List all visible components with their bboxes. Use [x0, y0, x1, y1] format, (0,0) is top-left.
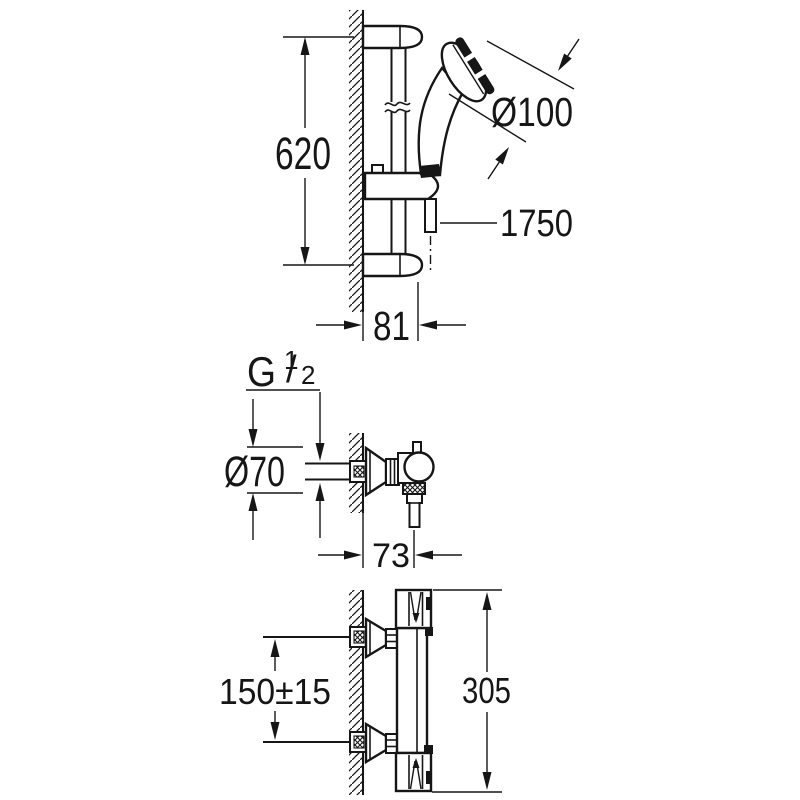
shower-rail-view: 620 — [275, 10, 580, 349]
rosette-diameter-label: Ø70 — [224, 448, 285, 496]
wall-offset-label: 81 — [373, 303, 410, 349]
thread-slash: / — [286, 349, 297, 391]
thread-denominator: 2 — [301, 360, 315, 390]
rail-bracket-bottom — [361, 252, 424, 278]
hose-nut — [402, 482, 426, 495]
rail-bracket-top — [361, 24, 424, 50]
wall-section-bottom — [349, 590, 364, 795]
dimension-wall-projection: 73 — [318, 530, 462, 575]
shower-rail — [361, 24, 424, 278]
valve-connection-view: G 1 / 2 Ø70 — [224, 345, 462, 575]
dimension-rail-height: 620 — [275, 36, 354, 266]
dimension-inlet-spacing: 150±15 — [219, 639, 331, 740]
valve-knob — [403, 451, 435, 483]
hose-length-label: 1750 — [500, 203, 573, 245]
ribbed-adapter-top — [385, 628, 398, 649]
handshower — [417, 37, 495, 178]
wall-projection-label: 73 — [372, 537, 410, 575]
escutcheon-bottom — [364, 721, 388, 765]
body-height-label: 305 — [462, 670, 511, 711]
valve-assembly — [349, 441, 435, 528]
escutcheon — [364, 445, 388, 498]
dimension-body-height: 305 — [432, 589, 511, 793]
handle-collar — [419, 164, 441, 178]
inlet-spacing-label: 150±15 — [219, 671, 331, 712]
dimension-hose-length: 1750 — [440, 203, 573, 245]
head-diameter-label: Ø100 — [491, 89, 573, 135]
thread-numerator: 1 — [284, 345, 298, 375]
dimension-rosette-diameter: Ø70 — [224, 399, 303, 540]
dimension-wall-offset: 81 — [316, 282, 466, 349]
inlet-connections — [349, 616, 398, 765]
rail-height-label: 620 — [275, 128, 331, 179]
hose-outlet — [406, 493, 423, 528]
spray-face — [455, 37, 495, 95]
supply-pipe-stub — [305, 462, 352, 481]
wall-section-middle — [349, 433, 364, 568]
handle-bottom — [394, 745, 433, 793]
shower-hose — [424, 198, 437, 272]
ribbed-adapter-bottom — [385, 733, 398, 754]
handshower-head — [440, 37, 495, 103]
dimension-head-diameter: Ø100 — [448, 38, 580, 180]
thread-size-label: G 1 / 2 — [246, 345, 325, 538]
thermostat-body — [395, 626, 429, 755]
escutcheon-top — [364, 616, 388, 660]
wall-section-top — [349, 10, 364, 312]
thermostat-view: 150±15 305 — [219, 588, 511, 795]
inlet-pipes — [263, 636, 352, 743]
thread-letter: G — [247, 348, 276, 395]
rail-break-mark — [384, 101, 411, 107]
handle-top — [394, 588, 433, 636]
